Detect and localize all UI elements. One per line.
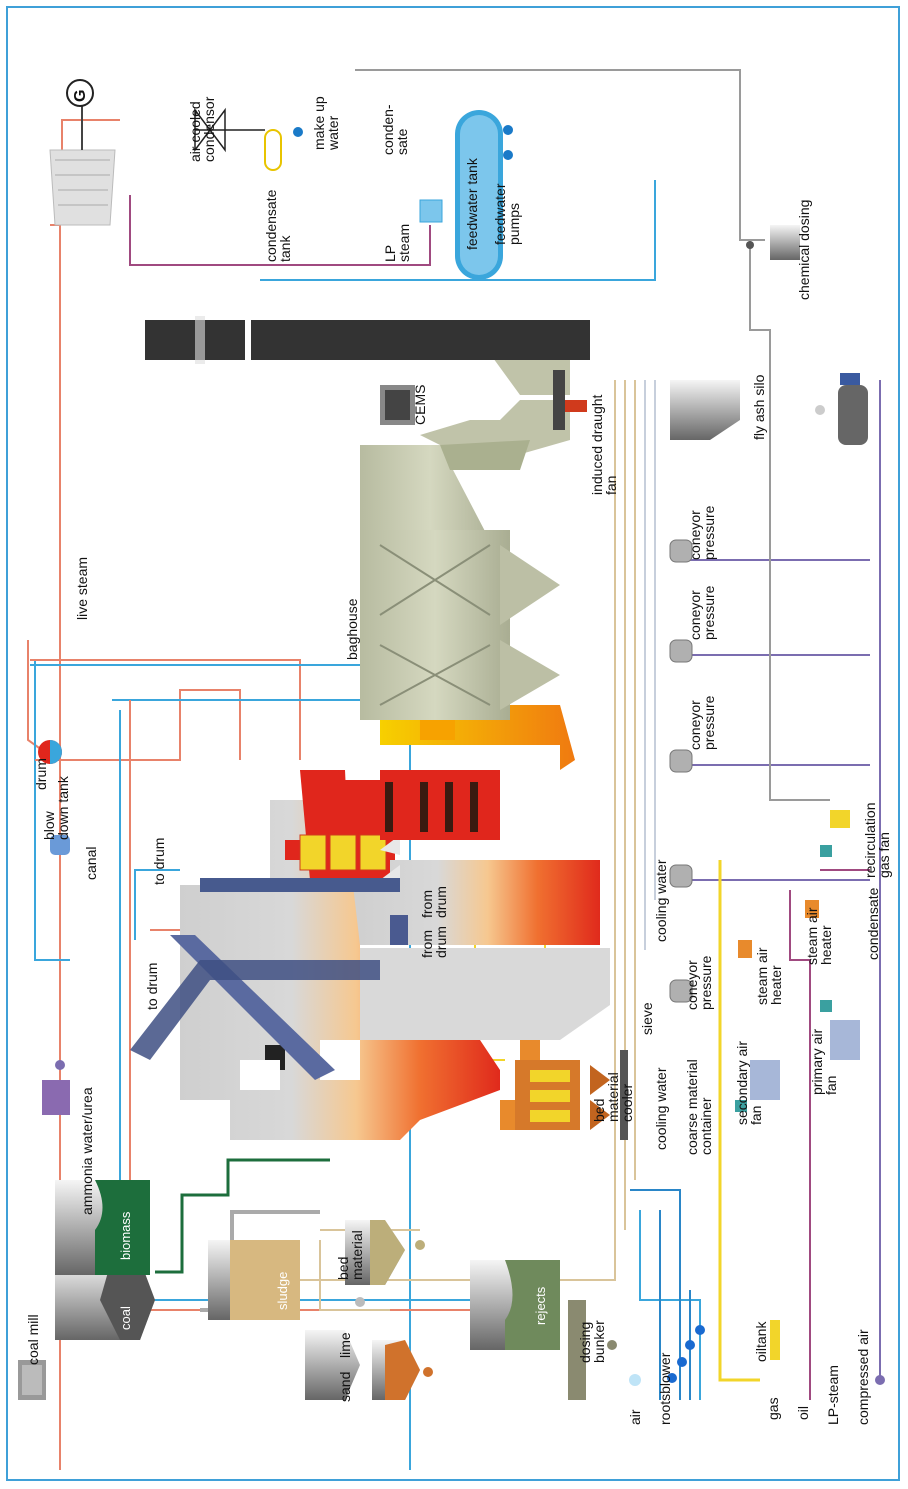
ammonia-tank xyxy=(42,1060,70,1115)
label-sieve: sieve xyxy=(640,1002,655,1035)
label-chemical-dosing: chemical dosing xyxy=(797,200,812,300)
label-bed-material-cooler: bed material cooler xyxy=(592,1072,634,1122)
oil-tank xyxy=(770,1320,780,1360)
label-coal: coal xyxy=(118,1306,133,1330)
label-lp-steam: LP steam xyxy=(383,224,411,262)
label-compressed-air: compressed air xyxy=(856,1329,871,1425)
label-live-steam: live steam xyxy=(75,557,90,620)
chemical-dosing-unit xyxy=(746,225,800,260)
label-coneyor-pressure-3: coneyor pressure xyxy=(688,586,716,640)
label-condensate-tank: condensate tank xyxy=(264,190,292,262)
label-coneyor-pressure-2: coneyor pressure xyxy=(688,696,716,750)
compressed-air-inlet xyxy=(875,1375,885,1385)
label-rejects: rejects xyxy=(533,1287,548,1325)
label-steam-air-heater-2: steam air heater xyxy=(805,907,833,965)
label-air-cooled-condensor: air cooled condensor xyxy=(188,97,216,162)
label-coal-mill: coal mill xyxy=(26,1314,41,1365)
label-lp-steam-in: LP-steam xyxy=(826,1365,841,1425)
coal-mill xyxy=(18,1360,46,1400)
label-dosing-bunker: dosing bunker xyxy=(578,1320,606,1363)
label-induced-draught-fan: induced draught fan xyxy=(590,395,618,495)
label-cems: CEMS xyxy=(413,385,428,425)
label-coneyor-pressure-1: coneyor pressure xyxy=(685,956,713,1010)
label-steam-air-heater-1: steam air heater xyxy=(755,947,783,1005)
label-canal: canal xyxy=(84,847,99,880)
cems-monitor xyxy=(380,385,415,425)
label-condensate-line: conden- sate xyxy=(381,104,409,155)
label-condensate-out: condensate xyxy=(866,888,881,960)
label-coarse-material-container: coarse material container xyxy=(685,1059,713,1155)
stack xyxy=(145,316,590,364)
label-baghouse: baghouse xyxy=(345,598,360,660)
label-oiltank: oiltank xyxy=(754,1322,769,1362)
label-recirculation-gas-fan: recirculation gas fan xyxy=(863,803,891,878)
label-coneyor-pressure-4: coneyor pressure xyxy=(688,506,716,560)
label-make-up-water: make up water xyxy=(312,96,340,150)
label-biomass: biomass xyxy=(118,1212,133,1260)
lime-silo xyxy=(305,1297,365,1400)
economizer xyxy=(380,700,575,840)
label-to-drum-2: to drum xyxy=(152,838,167,885)
label-lime: lime xyxy=(338,1332,353,1358)
generator-icon: G xyxy=(73,90,88,102)
label-ammonia: ammonia water/urea xyxy=(80,1087,95,1215)
label-blow-down-tank: blow down tank xyxy=(42,776,70,840)
biomass-silo xyxy=(55,1180,150,1275)
label-from-drum-2: from drum xyxy=(420,926,448,958)
label-oil: oil xyxy=(796,1406,811,1420)
label-feedwater-pumps: feedwater pumps xyxy=(493,184,521,245)
label-sand: sand xyxy=(338,1372,353,1402)
label-from-drum-1: from drum xyxy=(420,886,448,918)
recirculation-fan xyxy=(820,810,850,857)
label-sludge: sludge xyxy=(275,1272,290,1310)
label-to-drum-1: to drum xyxy=(145,963,160,1010)
label-feedwater-tank: feedwater tank xyxy=(465,158,480,250)
label-bed-material: bed material xyxy=(336,1230,364,1280)
label-fly-ash-silo: fly ash silo xyxy=(752,375,767,440)
condensate-tank xyxy=(265,127,303,170)
label-cooling-water-2: cooling water xyxy=(654,860,669,943)
label-cooling-water-1: cooling water xyxy=(654,1068,669,1151)
sand-silo xyxy=(372,1340,433,1400)
label-air: air xyxy=(628,1409,643,1425)
label-rootsblower: rootsblower xyxy=(658,1353,673,1425)
label-secondary-air-fan: secondary air fan xyxy=(735,1041,763,1125)
air-inlet xyxy=(629,1374,641,1386)
label-gas: gas xyxy=(766,1397,781,1420)
label-primary-air-fan: primary air fan xyxy=(810,1029,838,1095)
